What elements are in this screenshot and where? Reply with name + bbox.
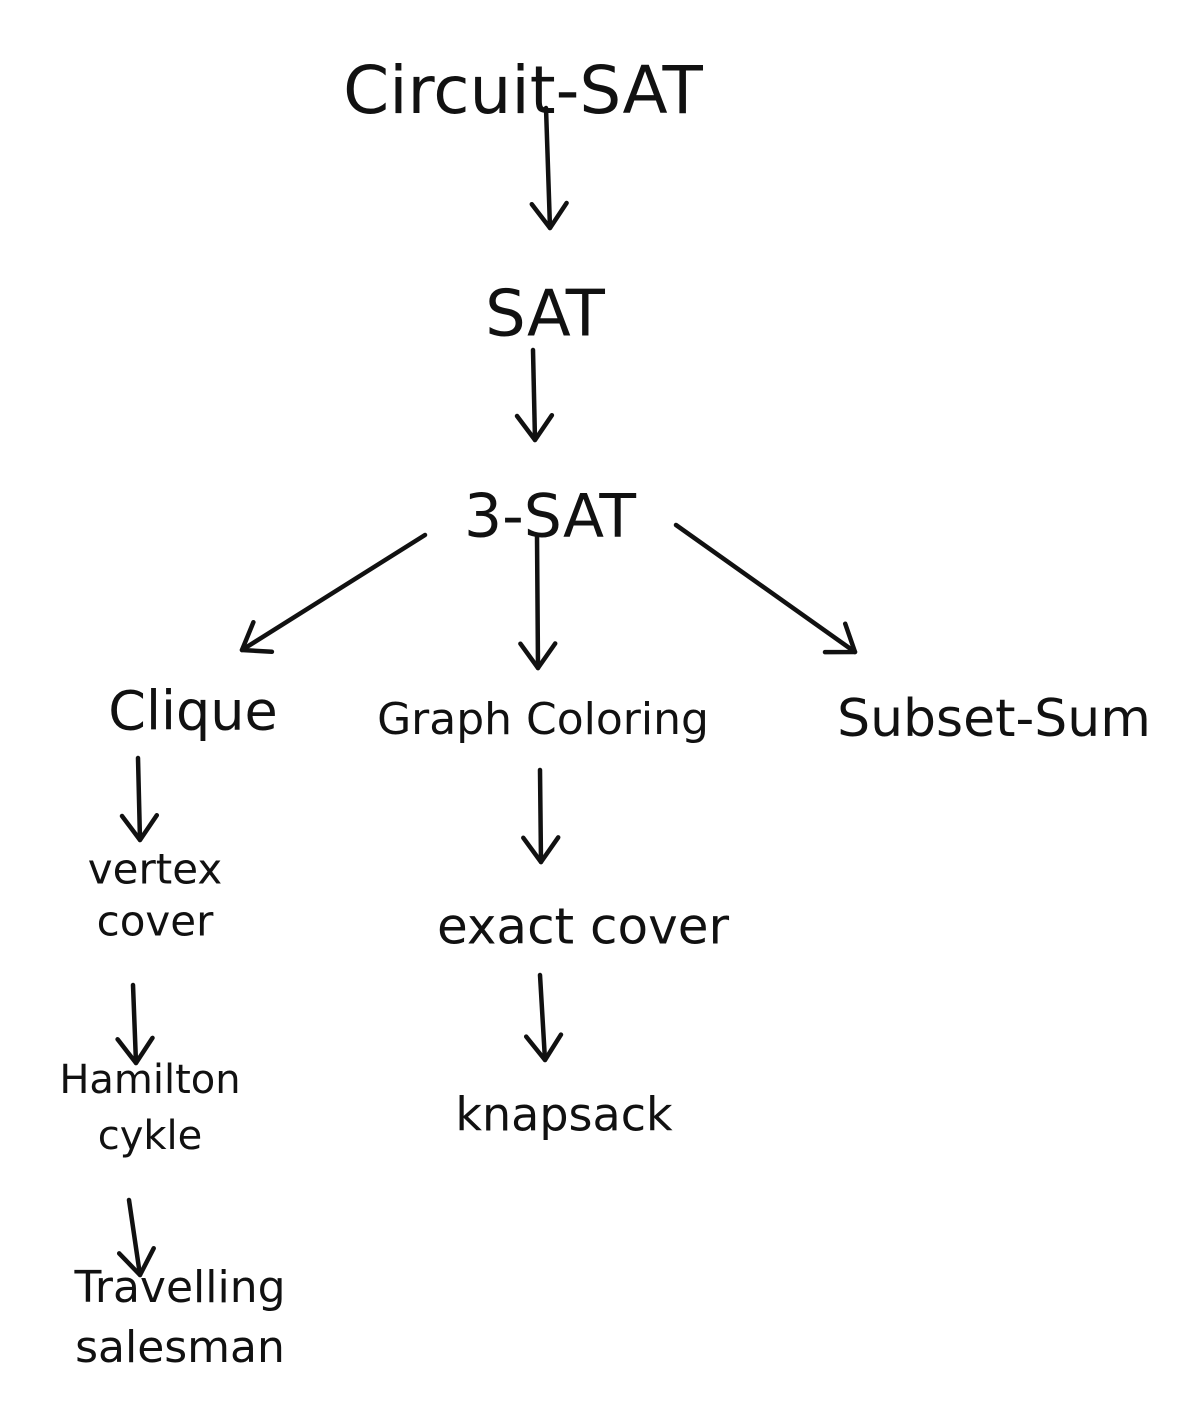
node-knapsack: knapsack (455, 1088, 673, 1142)
node-graph-coloring: Graph Coloring (377, 694, 709, 745)
arrow-shaft (673, 522, 858, 655)
arrow-head (822, 621, 858, 655)
arrow-3-sat-to-clique (239, 532, 428, 655)
arrow-3-sat-to-subset-sum (673, 522, 858, 655)
arrow-head (116, 1246, 156, 1278)
node-clique: Clique (108, 680, 277, 743)
nodes-layer: Circuit-SAT SAT 3-SAT Clique Graph Coloring S… (59, 52, 1151, 1373)
node-vertex-cover-label: vertex (88, 845, 222, 894)
arrow-shaft (543, 105, 553, 231)
arrow-sat-to-3-sat (514, 347, 555, 443)
edges-layer (115, 105, 858, 1278)
arrow-head (523, 1032, 564, 1063)
arrow-head (239, 619, 275, 655)
node-exact-cover-label: exact cover (437, 898, 730, 956)
arrow-head (518, 641, 558, 671)
node-sat: SAT (485, 278, 606, 352)
node-circuit-sat: Circuit-SAT (343, 52, 703, 129)
arrow-shaft (130, 982, 139, 1066)
node-graph-coloring-label: Graph Coloring (377, 694, 709, 745)
arrow-exact-cover-to-knapsack (523, 972, 564, 1063)
arrow-circuit-sat-to-sat (529, 105, 569, 231)
node-circuit-sat-label: Circuit-SAT (343, 52, 703, 129)
arrow-shaft (537, 972, 548, 1063)
arrow-head (115, 1035, 155, 1066)
node-knapsack-label: knapsack (455, 1088, 673, 1142)
arrow-shaft (534, 532, 541, 671)
arrow-head (514, 412, 555, 443)
node-travelling-salesman-label: salesman (75, 1322, 285, 1373)
node-exact-cover: exact cover (437, 898, 730, 956)
node-subset-sum-label: Subset-Sum (837, 689, 1151, 749)
node-hamilton-cykle-label: cykle (98, 1113, 203, 1159)
arrow-shaft (537, 767, 544, 865)
arrow-head (521, 835, 561, 865)
arrow-3-sat-to-graph-coloring (518, 532, 558, 671)
arrow-vertex-cover-to-hamilton-cykle (115, 982, 155, 1066)
arrow-hamilton-cykle-to-travelling-salesman (116, 1197, 156, 1278)
arrow-shaft (530, 347, 538, 443)
arrow-shaft (239, 532, 428, 653)
node-travelling-salesman-label: Travelling (73, 1262, 285, 1313)
node-hamilton-cykle-label: Hamilton (59, 1057, 240, 1103)
node-vertex-cover-label: cover (97, 897, 214, 946)
node-3-sat-label: 3-SAT (464, 482, 636, 552)
arrow-head (119, 812, 160, 843)
node-clique-label: Clique (108, 680, 277, 743)
node-travelling-salesman: Travelling salesman (73, 1262, 285, 1373)
node-3-sat: 3-SAT (464, 482, 636, 552)
arrow-shaft (135, 755, 143, 843)
node-hamilton-cykle: Hamilton cykle (59, 1057, 240, 1159)
arrow-clique-to-vertex-cover (119, 755, 160, 843)
node-sat-label: SAT (485, 278, 606, 352)
node-subset-sum: Subset-Sum (837, 689, 1151, 749)
arrow-shaft (126, 1197, 143, 1278)
arrow-head (529, 200, 569, 231)
arrow-graph-coloring-to-exact-cover (521, 767, 561, 865)
